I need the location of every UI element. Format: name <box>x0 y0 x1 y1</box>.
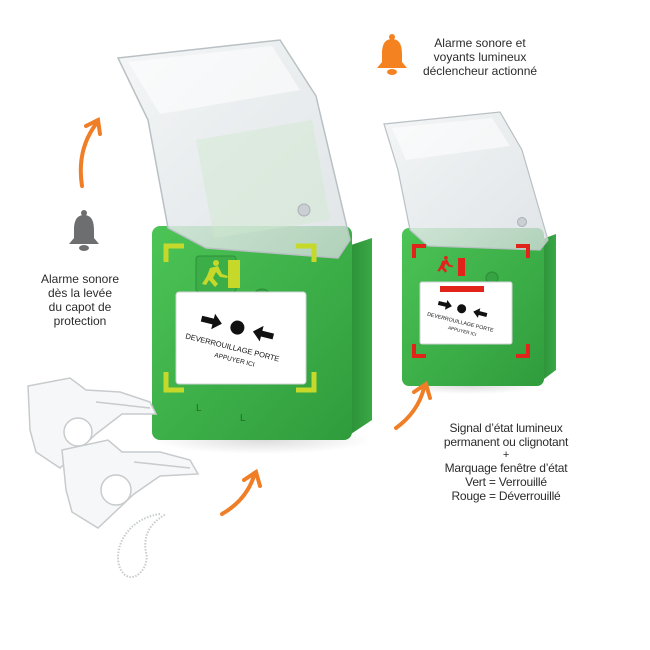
callout-line: protection <box>53 314 107 328</box>
callout-status-signal: Signal d’état lumineux permanent ou clig… <box>416 421 596 503</box>
callout-line: Marquage fenêtre d’état <box>444 461 568 475</box>
running-man-icon <box>437 256 454 273</box>
small-protective-cover <box>383 111 549 251</box>
arrow-icon <box>220 468 262 516</box>
callout-plus: + <box>502 449 510 461</box>
large-status-corners <box>163 243 317 393</box>
arrow-icon <box>78 116 102 188</box>
key-chain <box>117 513 167 579</box>
callout-line: dès la levée <box>47 286 113 300</box>
callout-cover-alarm: Alarme sonore dès la levée du capot de p… <box>20 272 140 328</box>
callout-sound-and-lights: Alarme sonore et voyants lumineux déclen… <box>400 36 560 78</box>
large-protective-cover <box>116 39 351 259</box>
reset-key <box>27 377 158 469</box>
large-status-window: DEVERROUILLAGE PORTE APPUYER ICI <box>175 291 307 385</box>
large-call-point: DEVERROUILLAGE PORTE APPUYER ICI L L <box>116 39 372 454</box>
running-man-icon <box>202 260 228 287</box>
callout-line: déclencheur actionné <box>422 64 538 78</box>
callout-line: du capot de <box>48 300 112 314</box>
svg-text:L: L <box>196 403 202 414</box>
callout-line: Alarme sonore <box>40 272 120 286</box>
callout-line: Rouge = Déverrouillé <box>451 489 561 503</box>
callout-line: Signal d’état lumineux <box>449 421 563 435</box>
arrow-icon <box>394 380 432 430</box>
small-status-corners <box>412 244 530 358</box>
callout-line: Vert = Verrouillé <box>465 475 547 489</box>
small-status-window: DEVERROUILLAGE PORTE APPUYER ICI <box>419 281 513 345</box>
callout-line: permanent ou clignotant <box>443 435 569 449</box>
callout-line: Alarme sonore et <box>434 36 526 50</box>
small-call-point: DEVERROUILLAGE PORTE APPUYER ICI <box>383 111 556 394</box>
bell-icon <box>69 210 99 251</box>
small-window-subtext: APPUYER ICI <box>448 325 477 337</box>
reset-key <box>61 439 200 529</box>
callout-line: voyants lumineux <box>433 50 527 64</box>
bell-icon <box>377 34 407 75</box>
svg-text:L: L <box>240 413 246 424</box>
